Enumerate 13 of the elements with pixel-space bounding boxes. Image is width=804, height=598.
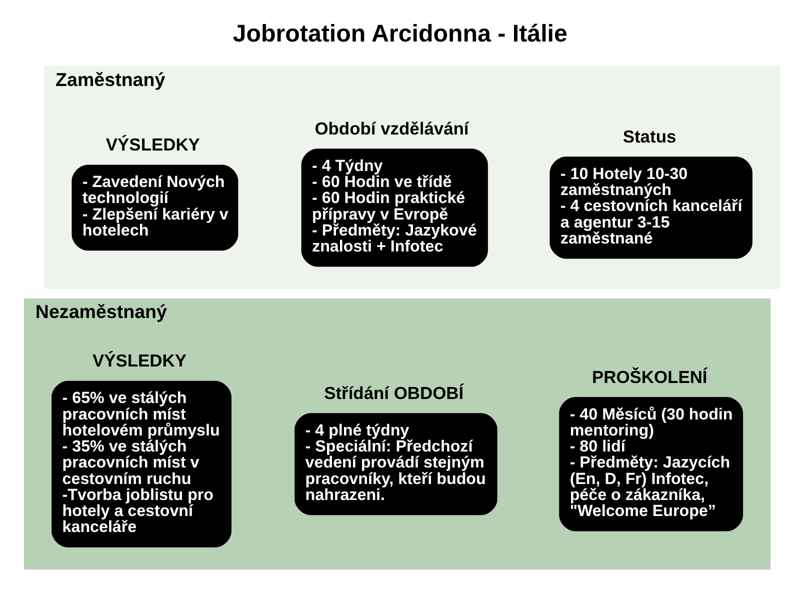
node-label: Status [622, 126, 676, 146]
node-label: PROŠKOLENÍ [592, 366, 708, 387]
node-box: - 40 Měsíců (30 hodin mentoring) - 80 lidí - Předměty: Jazycích (En, D, Fr) Infotec, péče o zákazníka, "Welcome Europe” [559, 397, 744, 532]
node-label: Období vzdělávání [314, 118, 469, 138]
node-box: - Zavedení Nových technologií - Zlepšení kariéry v hotelech [72, 164, 238, 251]
node-label: VÝSLEDKY [106, 134, 200, 154]
node-box: - 10 Hotely 10-30 zaměstnaných - 4 cestovních kanceláří a agentur 3-15 zaměstnané [550, 156, 752, 259]
node-label: VÝSLEDKY [92, 350, 186, 371]
node-box: - 4 plné týdny - Speciální: Předchozí vedení provádí stejným pracovníky, kteří budou nahrazeni. [294, 413, 498, 516]
node-box: - 65% ve stálých pracovních míst hotelovém průmyslu - 35% ve stálých pracovních míst v cestovním ruchu -Tvorba joblistu pro hotely a cestovní kanceláře [52, 380, 232, 548]
diagram-title: Jobrotation Arcidonna - Itálie [232, 20, 568, 48]
node-box: - 4 Týdny - 60 Hodin ve třídě - 60 Hodin praktické přípravy v Evropě - Předměty: Jazykové znalosti + Infotec [301, 148, 488, 267]
node-label: Střídání OBDOBÍ [324, 382, 464, 403]
